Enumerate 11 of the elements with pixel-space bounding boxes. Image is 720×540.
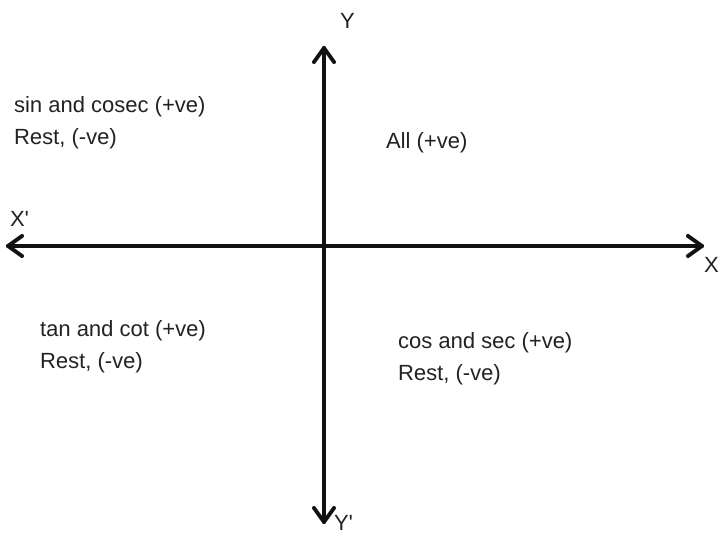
quadrant-note: Rest, (-ve) — [14, 124, 117, 150]
quadrant-note: tan and cot (+ve) — [40, 316, 206, 342]
axis-label: Y — [340, 8, 355, 34]
quadrant-note: All (+ve) — [386, 128, 468, 154]
axis-label: X' — [10, 206, 29, 232]
quadrant-note: Rest, (-ve) — [398, 360, 501, 386]
axis-label: X — [704, 252, 719, 278]
quadrant-note: cos and sec (+ve) — [398, 328, 572, 354]
quadrant-note: sin and cosec (+ve) — [14, 92, 206, 118]
quadrant-note: Rest, (-ve) — [40, 348, 143, 374]
axis-label: Y' — [334, 510, 353, 536]
